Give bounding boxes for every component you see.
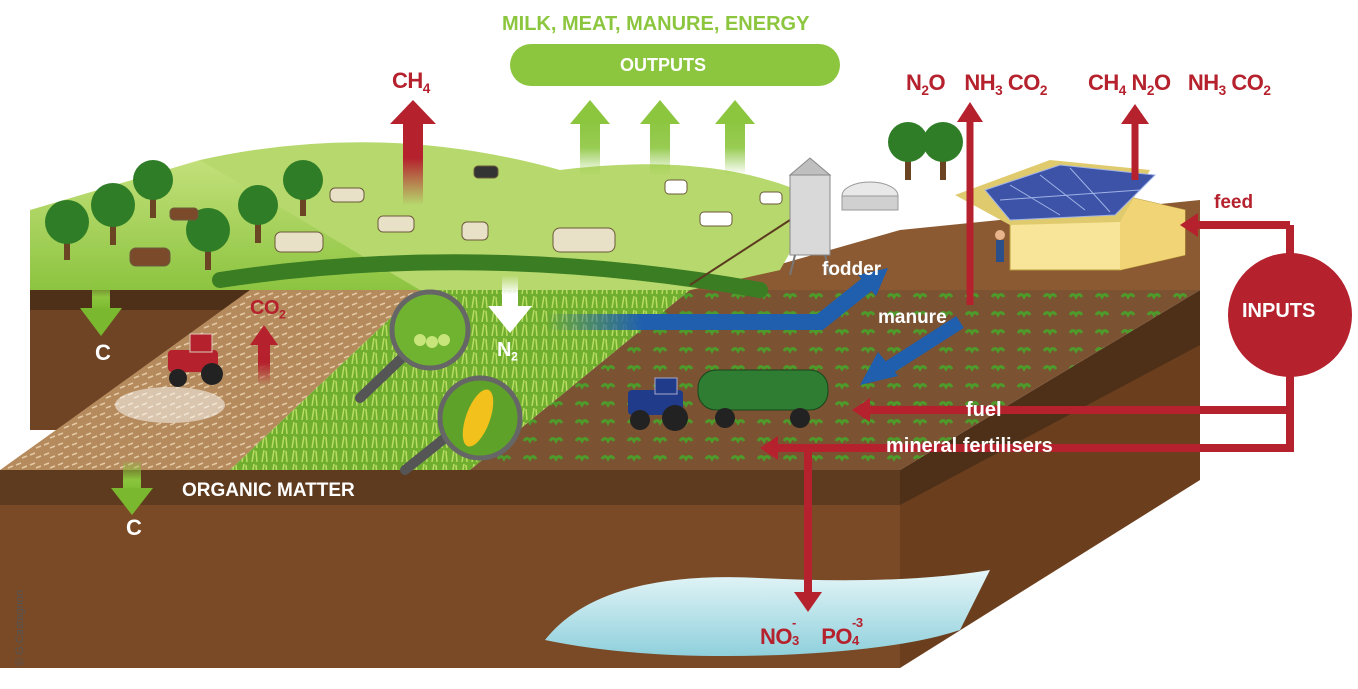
- gas-ch4-main: CH: [392, 68, 423, 93]
- gas-nh3-barn-sub: 3: [1218, 82, 1227, 98]
- gas-co2-sub: 2: [1039, 82, 1048, 98]
- gas-group-barn: CH4 N2O NH3 CO2: [1088, 70, 1271, 98]
- gas-ch4-sub: 4: [422, 80, 431, 96]
- cow-icon: [129, 165, 783, 267]
- mineral-fertilisers-label: mineral fertilisers: [886, 435, 1053, 457]
- gas-co2-field-main: CO: [250, 297, 280, 319]
- magnifier-pea-icon: [355, 289, 471, 403]
- gas-no3-main: NO: [760, 624, 793, 649]
- gas-nh3-barn-main: NH: [1187, 70, 1219, 95]
- gas-ch4-barn-sub: 4: [1118, 82, 1127, 98]
- gas-n2o-main: N: [906, 70, 922, 95]
- outputs-box: [510, 44, 840, 86]
- carbon-bottom-label: C: [126, 515, 142, 540]
- outputs-title: MILK, MEAT, MANURE, ENERGY: [502, 13, 810, 35]
- fodder-label: fodder: [822, 259, 882, 280]
- gas-po4-main: PO: [821, 624, 853, 649]
- gas-n2o-sub: 2: [921, 82, 929, 98]
- fuel-label: fuel: [966, 399, 1002, 421]
- gas-po4-sup: -3: [852, 615, 863, 630]
- tractor-icon: [115, 333, 688, 431]
- gas-co2-field: CO2: [250, 297, 286, 322]
- groundwater-icon: [545, 570, 990, 656]
- gas-n2o-barn-main: N: [1131, 70, 1147, 95]
- gas-co2-barn-main: CO: [1231, 70, 1264, 95]
- gas-co2-main: CO: [1007, 70, 1041, 95]
- slurry-tanker-icon: [697, 369, 829, 428]
- gas-ch4-pasture: CH4: [392, 68, 431, 96]
- output-arrows: [570, 100, 755, 175]
- gas-n2o-rest: O: [928, 70, 946, 95]
- gas-ch4-barn-main: CH: [1088, 70, 1119, 95]
- manure-label: manure: [878, 307, 947, 328]
- inputs-circle: [1228, 253, 1352, 377]
- gas-co2-field-sub: 2: [279, 307, 286, 322]
- gas-co2-barn-sub: 2: [1263, 82, 1271, 98]
- gas-group-manure: N2O NH3 CO2: [906, 70, 1048, 98]
- feed-label: feed: [1214, 192, 1254, 213]
- tree-icon: [45, 122, 963, 270]
- gas-n2o-barn-rest: O: [1153, 70, 1171, 95]
- gas-no3-sup: -: [792, 615, 796, 630]
- gas-no3-sub: 3: [792, 633, 799, 648]
- gas-n2-main: N: [497, 339, 511, 361]
- organic-matter-label: ORGANIC MATTER: [182, 480, 355, 501]
- gas-n2o-barn-sub: 2: [1146, 82, 1155, 98]
- gas-n2-fixation: N2: [497, 339, 518, 364]
- gas-nh3-sub: 3: [995, 82, 1003, 98]
- image-credit: © G.Castagnon: [14, 590, 26, 666]
- magnifier-corn-icon: [400, 375, 523, 475]
- outputs-box-label: OUTPUTS: [620, 55, 707, 75]
- gas-nh3-main: NH: [964, 70, 996, 95]
- gas-po4-sub: 4: [852, 633, 859, 648]
- silo-icon: [788, 157, 899, 276]
- farmer-icon: [995, 230, 1005, 262]
- solar-panel-icon: [984, 164, 1157, 221]
- carbon-left-label: C: [95, 340, 111, 365]
- gas-n2-sub: 2: [510, 349, 518, 364]
- inputs-label: INPUTS: [1242, 300, 1316, 322]
